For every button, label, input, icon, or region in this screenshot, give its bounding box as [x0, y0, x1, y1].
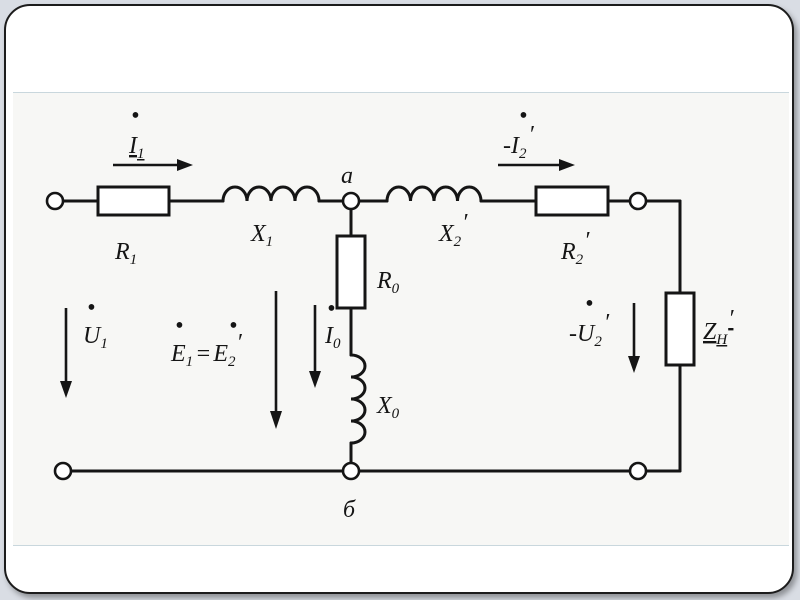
inductor-x0	[349, 353, 367, 445]
arrow-i2-prime	[498, 159, 575, 171]
label-r0: R0	[376, 268, 400, 297]
resistor-r0	[335, 234, 367, 310]
terminal-output-bottom	[628, 461, 648, 481]
label-x1: X1	[250, 221, 273, 250]
arrow-i1	[113, 159, 193, 171]
dot-e1: •	[175, 313, 183, 339]
node-b	[341, 461, 361, 481]
label-node-b: б	[343, 497, 356, 523]
dot-i1: •	[131, 103, 139, 129]
inductor-x1	[221, 185, 321, 203]
arrow-i0	[309, 305, 321, 388]
label-e1-equals-e2-prime: E1=E2′	[170, 330, 243, 370]
terminal-output-top	[628, 191, 648, 211]
label-r1: R1	[114, 239, 137, 268]
label-zh: ZH′	[703, 306, 734, 348]
resistor-r1	[96, 185, 171, 217]
dot-i0: •	[327, 296, 335, 322]
label-u2-prime: -U2′	[569, 310, 610, 350]
load-impedance-zh	[664, 291, 696, 367]
label-i1: I1	[128, 133, 145, 162]
node-a	[341, 191, 361, 211]
dot-i2-prime: •	[519, 103, 527, 129]
arrow-u1	[60, 308, 72, 398]
equivalent-circuit: R1 X1 X2′ R2′ R0 X0 ZH′ a б I1 • -I2′ • …	[45, 103, 734, 523]
resistor-r2-prime	[534, 185, 610, 217]
terminal-input-bottom	[53, 461, 73, 481]
label-x2-prime: X2′	[438, 210, 468, 250]
label-i0: I0	[324, 323, 341, 352]
dot-e2-prime: •	[229, 313, 237, 339]
dot-u1: •	[87, 295, 95, 321]
inductor-x2-prime	[385, 185, 483, 203]
circuit-diagram-image: R1 X1 X2′ R2′ R0 X0 ZH′ a б I1 • -I2′ • …	[13, 92, 789, 546]
label-u1: U1	[83, 323, 108, 352]
dot-u2-prime: •	[585, 291, 593, 317]
terminal-input-top	[45, 191, 65, 211]
label-x0: X0	[376, 393, 400, 422]
slide-frame: R1 X1 X2′ R2′ R0 X0 ZH′ a б I1 • -I2′ • …	[4, 4, 794, 594]
label-node-a: a	[341, 163, 353, 189]
label-i2-prime: -I2′	[503, 122, 535, 162]
arrow-u2-prime	[628, 303, 640, 373]
label-r2-prime: R2′	[560, 228, 590, 268]
arrow-e	[270, 291, 282, 429]
